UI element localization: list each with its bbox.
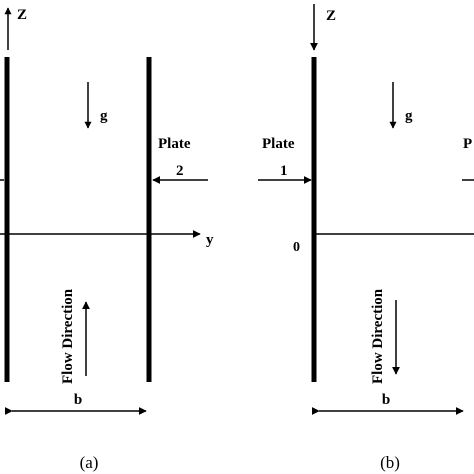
z-axis-label-a: Z — [17, 7, 27, 23]
panel-b: Z 0 g Plate 1 P Flow Direction b (b) — [258, 4, 474, 472]
caption-b: (b) — [380, 453, 400, 472]
gravity-label-b: g — [405, 108, 413, 124]
width-label-b: b — [382, 392, 390, 408]
width-label-a: b — [74, 392, 82, 408]
plate-number-b: 1 — [280, 163, 288, 179]
plate-label-b: Plate — [262, 136, 295, 152]
plate-number-a: 2 — [176, 163, 184, 179]
caption-a: (a) — [80, 453, 99, 472]
flow-direction-label-b: Flow Direction — [370, 288, 386, 384]
origin-label-b: 0 — [293, 240, 300, 255]
panel-a: Z y g Plate 2 Flow Direction b (a) — [0, 7, 214, 472]
plate-label-a: Plate — [158, 136, 191, 152]
z-axis-label-b: Z — [326, 8, 336, 24]
y-axis-label-a: y — [206, 232, 214, 248]
gravity-label-a: g — [100, 108, 108, 124]
plate-2-label-clipped-b: P — [463, 136, 472, 152]
flow-direction-label-a: Flow Direction — [60, 288, 76, 384]
